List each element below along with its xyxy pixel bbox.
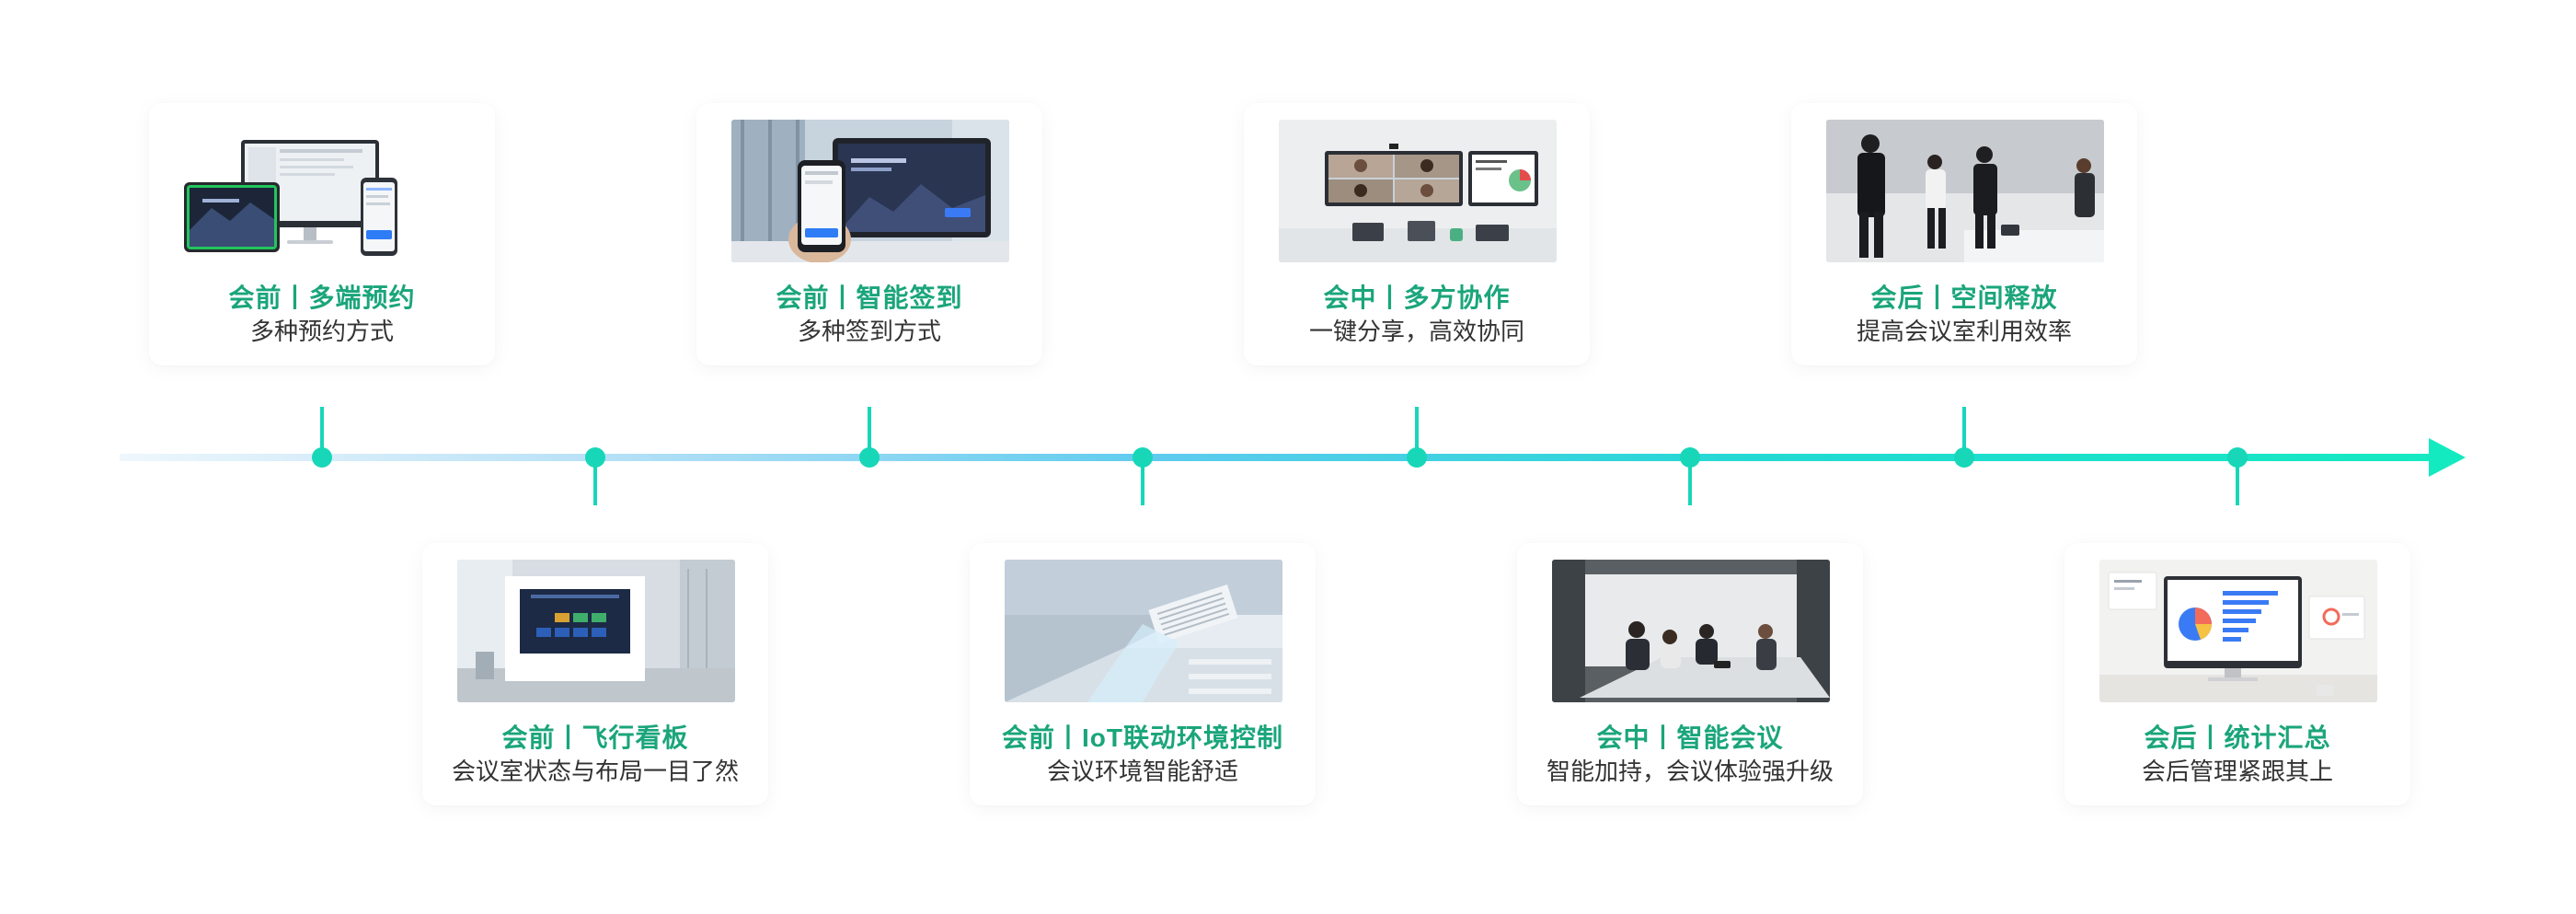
stage-title: 会前丨飞行看板 [501, 723, 689, 752]
timeline-connector-3 [868, 407, 871, 457]
stage-subtitle: 一键分享，高效协同 [1308, 318, 1524, 345]
timeline-arrow-head [2429, 438, 2466, 477]
multi-device-booking-photo [184, 120, 462, 262]
timeline-connector-4 [1141, 457, 1144, 505]
stage-title: 会前丨智能签到 [776, 283, 963, 312]
stage-subtitle: 会后管理紧跟其上 [2141, 758, 2333, 785]
stage-title: 会前丨多端预约 [228, 283, 416, 312]
stage-card-4: 会前丨IoT联动环境控制会议环境智能舒适 [970, 543, 1316, 805]
stage-card-8: 会后丨统计汇总会后管理紧跟其上 [2064, 543, 2410, 805]
timeline-line [120, 454, 2438, 461]
timeline-connector-1 [320, 407, 324, 457]
stage-title: 会中丨多方协作 [1323, 283, 1511, 312]
stage-subtitle: 会议室状态与布局一目了然 [451, 758, 739, 785]
stage-subtitle: 提高会议室利用效率 [1856, 318, 2072, 345]
stage-card-6: 会中丨智能会议智能加持，会议体验强升级 [1517, 543, 1863, 805]
stage-card-7: 会后丨空间释放提高会议室利用效率 [1791, 103, 2137, 365]
stage-card-3: 会前丨智能签到多种签到方式 [696, 103, 1042, 365]
timeline-connector-2 [593, 457, 597, 505]
stage-title: 会后丨统计汇总 [2144, 723, 2331, 752]
air-conditioner-photo [1005, 560, 1282, 702]
stage-card-5: 会中丨多方协作一键分享，高效协同 [1244, 103, 1590, 365]
stage-title: 会前丨IoT联动环境控制 [1002, 723, 1283, 752]
stage-subtitle: 多种签到方式 [797, 318, 941, 345]
timeline-connector-8 [2236, 457, 2239, 505]
people-leaving-photo [1826, 120, 2104, 262]
meeting-room-photo [1552, 560, 1830, 702]
stage-title: 会中丨智能会议 [1596, 723, 1784, 752]
stage-subtitle: 多种预约方式 [249, 318, 394, 345]
stage-card-1: 会前丨多端预约多种预约方式 [149, 103, 495, 365]
stage-subtitle: 会议环境智能舒适 [1046, 758, 1238, 785]
status-board-photo [457, 560, 735, 702]
stage-title: 会后丨空间释放 [1870, 283, 2058, 312]
video-collaboration-photo [1279, 120, 1557, 262]
stage-card-2: 会前丨飞行看板会议室状态与布局一目了然 [422, 543, 768, 805]
timeline-connector-6 [1688, 457, 1692, 505]
timeline-connector-5 [1415, 407, 1419, 457]
stage-subtitle: 智能加持，会议体验强升级 [1546, 758, 1834, 785]
statistics-dashboard-photo [2099, 560, 2377, 702]
smart-checkin-photo [731, 120, 1009, 262]
timeline-connector-7 [1962, 407, 1966, 457]
